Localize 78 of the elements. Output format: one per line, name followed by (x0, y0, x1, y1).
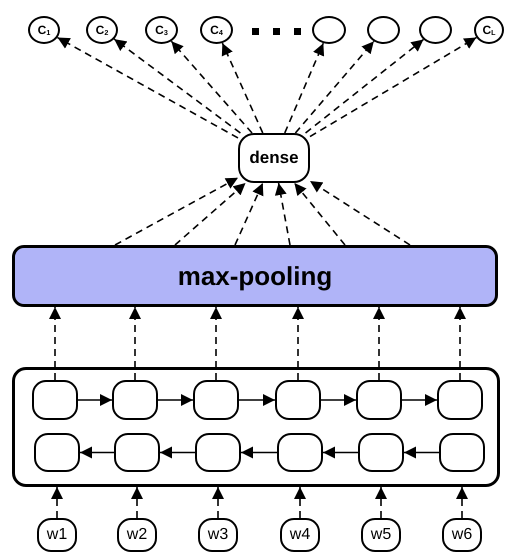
output-node (86, 16, 118, 44)
word-input-node (198, 518, 238, 552)
dashed-arrow (212, 487, 224, 518)
node-label: w1 (46, 526, 68, 544)
output-node (419, 16, 452, 44)
word-input-node (361, 518, 401, 552)
lstm-cell (112, 380, 158, 420)
dashed-arrow (131, 487, 143, 518)
node-label: C$_{3}$ (155, 23, 168, 37)
output-node (474, 16, 504, 44)
dashed-arrow (274, 182, 291, 246)
dashed-arrow (57, 36, 238, 139)
dashed-arrow (373, 307, 385, 380)
dashed-arrow (292, 307, 304, 380)
node-label: w5 (370, 526, 392, 544)
dashed-arrow (222, 42, 264, 134)
arrow (160, 446, 195, 458)
dashed-arrow (375, 487, 387, 518)
dashed-arrow (210, 307, 222, 380)
arrow (78, 394, 112, 406)
dashed-arrow (114, 177, 238, 246)
dashed-arrow (170, 40, 253, 134)
dense-layer-box (238, 133, 310, 183)
arrow (239, 394, 275, 406)
node-label: w6 (452, 526, 472, 544)
node-label: C$_{4}$ (210, 23, 223, 37)
output-node (28, 16, 60, 44)
dashed-arrow (49, 307, 61, 380)
word-input-node (280, 518, 320, 552)
node-label: C$_{2}$ (96, 23, 108, 37)
dashed-arrow (310, 36, 477, 138)
lstm-cell (32, 380, 78, 420)
node-label: C$_{1}$ (38, 23, 50, 37)
arrow (321, 394, 356, 406)
lstm-cell (193, 380, 239, 420)
lstm-cell (437, 380, 483, 420)
lstm-layer-frame (12, 367, 500, 487)
lstm-cell (114, 433, 160, 472)
dashed-arrow (454, 307, 466, 380)
arrow (323, 446, 358, 458)
dashed-arrow (174, 182, 246, 246)
node-label: w2 (126, 526, 148, 544)
node-label: w4 (290, 526, 310, 544)
dashed-arrow (294, 40, 374, 134)
dashed-arrow (284, 42, 324, 134)
arrow (241, 446, 277, 458)
dashed-arrow (114, 38, 241, 134)
dashed-arrow (129, 307, 141, 380)
arrow (402, 394, 437, 406)
max-pooling-layer (12, 245, 498, 307)
output-node (145, 16, 178, 44)
output-node (367, 16, 400, 44)
dashed-arrow (294, 182, 346, 246)
output-node (200, 16, 233, 44)
node-label: C$_{L}$ (482, 23, 496, 37)
dashed-arrow (51, 487, 63, 518)
arrow (80, 446, 114, 458)
dashed-arrow (234, 182, 264, 246)
output-node (312, 16, 346, 44)
arrow (158, 394, 193, 406)
word-input-node (117, 518, 157, 552)
lstm-cell (275, 380, 321, 420)
arrow (404, 446, 439, 458)
node-label: dense (249, 148, 299, 168)
lstm-cell (358, 433, 404, 472)
node-label: w3 (208, 526, 228, 544)
word-input-node (442, 518, 482, 552)
dashed-arrow (456, 487, 468, 518)
lstm-cell (277, 433, 323, 472)
dashed-arrow (305, 38, 424, 134)
dashed-arrow (310, 180, 410, 246)
lstm-cell (356, 380, 402, 420)
word-input-node (37, 518, 77, 552)
lstm-cell (34, 433, 80, 472)
node-label: max-pooling (178, 260, 332, 292)
lstm-cell (439, 433, 485, 472)
dashed-arrow (294, 487, 306, 518)
lstm-cell (195, 433, 241, 472)
